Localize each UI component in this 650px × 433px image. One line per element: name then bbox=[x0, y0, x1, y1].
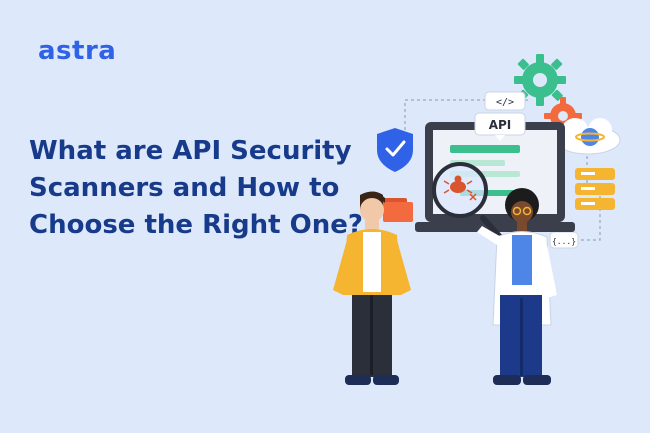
code-tag-right: {...} bbox=[549, 231, 579, 249]
astra-logo: astra bbox=[38, 36, 117, 66]
code-tag-top-text: </> bbox=[496, 97, 514, 108]
man-figure bbox=[333, 191, 411, 385]
cloud-planet-icon bbox=[555, 118, 621, 155]
woman-figure bbox=[477, 188, 557, 385]
bug-icon bbox=[443, 175, 477, 201]
hero-illustration: </> {...} bbox=[333, 54, 621, 385]
folder-icon bbox=[383, 198, 413, 222]
api-label: API bbox=[489, 118, 512, 132]
page-title: What are API Security Scanners and How t… bbox=[29, 136, 363, 240]
shield-check-icon bbox=[377, 128, 413, 172]
api-speech-bubble: API bbox=[474, 112, 526, 141]
database-stack-icon bbox=[575, 168, 615, 210]
code-tag-top: </> bbox=[484, 91, 526, 111]
code-tag-right-text: {...} bbox=[552, 237, 576, 246]
